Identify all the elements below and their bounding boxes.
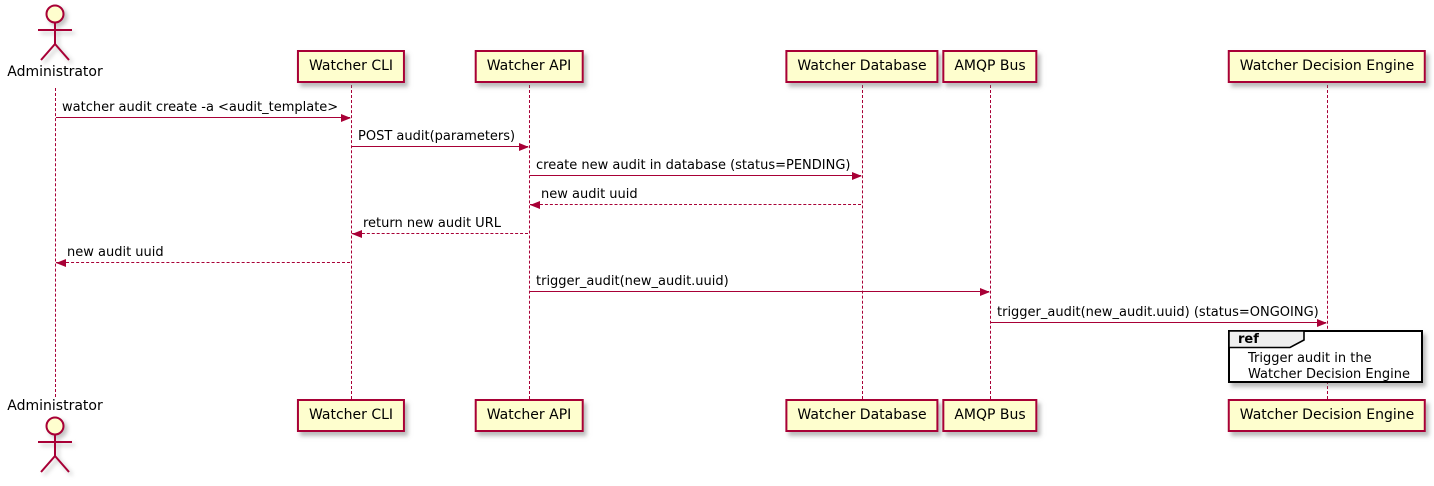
message-label: trigger_audit(new_audit.uuid) (status=ON… [997,305,1319,320]
ref-keyword: ref [1238,332,1259,347]
actor-label-top: Administrator [7,64,103,80]
participant-amqp-bus-bottom: AMQP Bus [942,399,1038,432]
message-label: POST audit(parameters) [358,129,516,144]
participant-watcher-api-top: Watcher API [474,50,584,83]
message-arrowhead-icon [519,143,529,151]
message-label: return new audit URL [363,216,501,231]
message-line [56,117,350,118]
message-arrowhead-icon [341,114,351,122]
message-line [530,204,861,205]
actor-icon-top [38,4,72,61]
ref-text-line: Trigger audit in the [1248,351,1372,366]
lifeline-amqp-bus [990,85,991,399]
message-label: create new audit in database (status=PEN… [536,158,851,173]
ref-fragment: ref Trigger audit in the Watcher Decisio… [1228,330,1423,383]
participant-watcher-database-bottom: Watcher Database [785,399,939,432]
message-line [530,291,989,292]
message-label: new audit uuid [67,245,164,260]
message-line [56,262,350,263]
lifeline-administrator [55,88,56,397]
message-line [352,233,528,234]
ref-text-line: Watcher Decision Engine [1248,367,1410,382]
lifeline-watcher-cli [351,85,352,399]
message-label: new audit uuid [541,187,638,202]
message-label: trigger_audit(new_audit.uuid) [536,274,729,289]
participant-watcher-decision-engine-bottom: Watcher Decision Engine [1227,399,1427,432]
lifeline-watcher-database [862,85,863,399]
lifeline-watcher-decision-engine [1327,85,1328,399]
message-arrowhead-icon [852,172,862,180]
participant-watcher-cli-top: Watcher CLI [296,50,406,83]
participant-amqp-bus-top: AMQP Bus [942,50,1038,83]
message-line [991,322,1326,323]
actor-icon-bottom [38,416,72,473]
participant-watcher-database-top: Watcher Database [785,50,939,83]
message-line [530,175,861,176]
message-line [352,146,528,147]
ref-tab [1228,330,1305,349]
message-arrowhead-icon [352,230,362,238]
message-arrowhead-icon [980,288,990,296]
actor-label-bottom: Administrator [7,398,103,414]
message-arrowhead-icon [530,201,540,209]
participant-watcher-decision-engine-top: Watcher Decision Engine [1227,50,1427,83]
lifeline-watcher-api [529,85,530,399]
participant-watcher-api-bottom: Watcher API [474,399,584,432]
message-arrowhead-icon [56,259,66,267]
participant-watcher-cli-bottom: Watcher CLI [296,399,406,432]
message-arrowhead-icon [1317,319,1327,327]
message-label: watcher audit create -a <audit_template> [62,100,339,115]
